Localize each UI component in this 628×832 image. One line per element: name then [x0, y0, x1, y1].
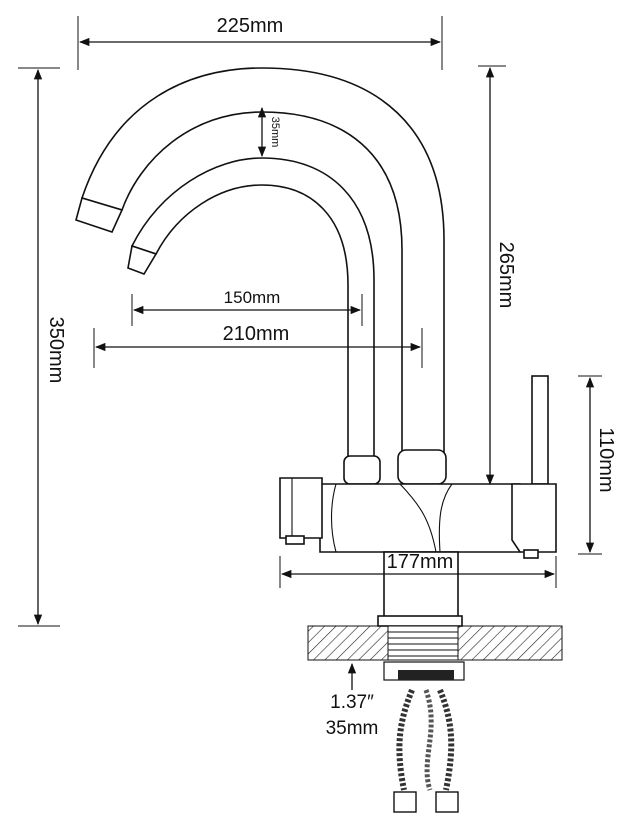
dim-lever-height: 110mm — [578, 375, 617, 555]
dim-spout-height: 265mm — [478, 65, 517, 486]
label-225mm: 225mm — [217, 15, 284, 37]
dim-hole-diameter: 1.37″ 35mm — [326, 662, 379, 739]
dim-body-width: 177mm — [279, 551, 557, 588]
label-hole-mm: 35mm — [326, 718, 379, 739]
label-150mm: 150mm — [224, 288, 281, 307]
inner-spout-tip — [127, 244, 158, 275]
dim-outer-reach: 210mm — [93, 323, 423, 368]
faucet-base-body — [279, 375, 557, 627]
label-110mm: 110mm — [595, 427, 617, 492]
faucet-outer-spout — [75, 67, 445, 456]
dim-total-height: 350mm — [18, 67, 67, 627]
dim-inner-reach: 150mm — [131, 288, 363, 326]
countertop — [307, 625, 563, 681]
dim-pipe-diameter: 35mm — [257, 106, 281, 158]
label-210mm: 210mm — [223, 323, 290, 345]
label-265mm: 265mm — [495, 242, 517, 309]
label-177mm: 177mm — [387, 551, 454, 573]
label-350mm: 350mm — [45, 317, 67, 384]
faucet-inner-spout — [127, 157, 375, 459]
outer-spout-tip — [75, 196, 124, 233]
dim-top-width: 225mm — [77, 15, 443, 70]
supply-hoses — [393, 688, 459, 813]
label-hole-inch: 1.37″ — [330, 692, 374, 713]
label-35mm-pipe: 35mm — [269, 117, 281, 148]
